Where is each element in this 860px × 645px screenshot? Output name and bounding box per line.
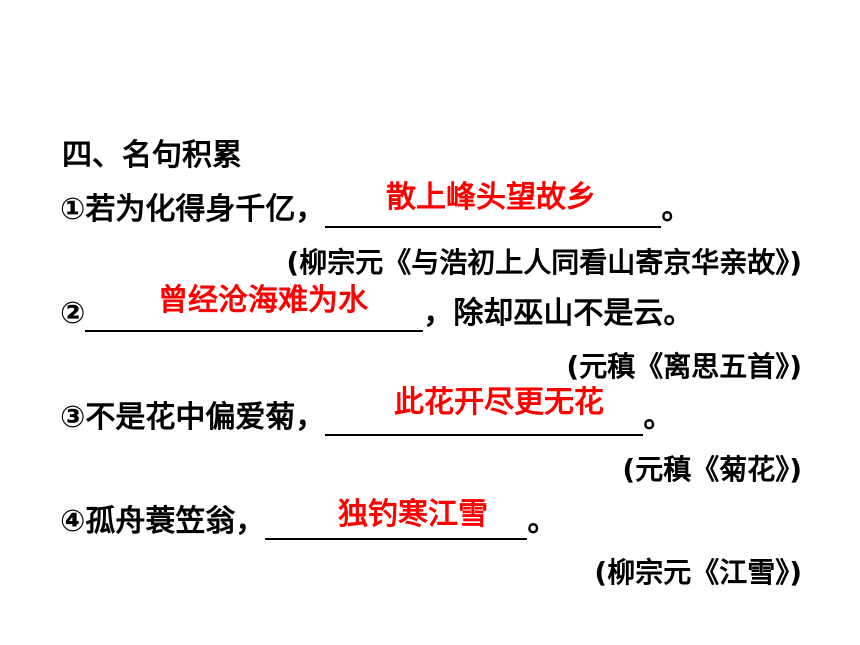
section-heading: 四、名句积累	[62, 138, 242, 173]
answer-text-4: 独钓寒江雪	[338, 497, 488, 532]
source-2: (元稹《离思五首》)	[566, 350, 802, 383]
verse-line-1: ①若为化得身千亿， 。	[60, 192, 691, 228]
verse-1-prefix: ①若为化得身千亿，	[60, 192, 326, 227]
answer-blank-1	[325, 196, 662, 228]
answer-text-3: 此花开尽更无花	[394, 385, 604, 420]
source-3: (元稹《菊花》)	[622, 453, 802, 486]
verse-2-suffix: ，除却巫山不是云。	[423, 296, 694, 331]
verse-line-4: ④孤舟蓑笠翁， 。	[60, 504, 557, 540]
answer-text-2: 曾经沧海难为水	[158, 283, 368, 318]
verse-3-suffix: 。	[643, 400, 674, 435]
verse-1-suffix: 。	[661, 192, 692, 227]
answer-blank-3	[325, 404, 644, 436]
verse-4-prefix: ④孤舟蓑笠翁，	[60, 504, 266, 539]
answer-blank-4	[265, 508, 528, 540]
answer-text-1: 散上峰头望故乡	[386, 180, 596, 215]
verse-3-prefix: ③不是花中偏爱菊，	[60, 400, 326, 435]
answer-blank-2	[85, 300, 424, 332]
source-1: (柳宗元《与浩初上人同看山寄京华亲故》)	[286, 246, 802, 279]
verse-line-2: ② ，除却巫山不是云。	[60, 296, 693, 332]
source-4: (柳宗元《江雪》)	[594, 556, 802, 589]
verse-line-3: ③不是花中偏爱菊， 。	[60, 400, 673, 436]
verse-2-prefix: ②	[60, 296, 86, 331]
verse-4-suffix: 。	[527, 504, 558, 539]
